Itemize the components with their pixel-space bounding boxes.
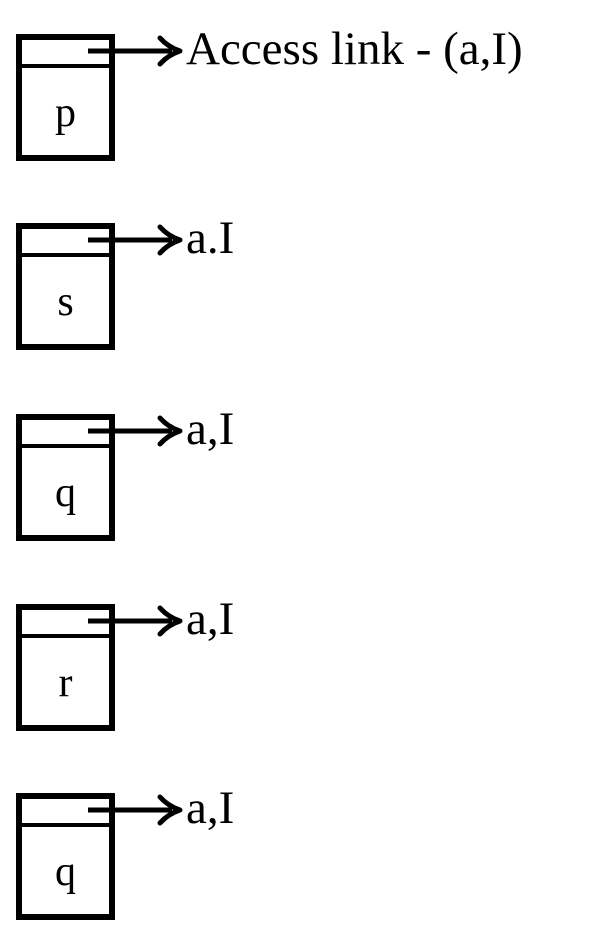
pointer-arrow-icon bbox=[88, 794, 183, 826]
access-link-slot bbox=[22, 40, 109, 68]
frame-name-label: q bbox=[55, 848, 76, 895]
frame-row-s: s a.I bbox=[0, 212, 600, 393]
stack-frame-box: s bbox=[16, 223, 115, 350]
stack-frame-box: r bbox=[16, 604, 115, 731]
frame-name-label: s bbox=[57, 278, 74, 325]
stack-frame-box: q bbox=[16, 793, 115, 920]
access-link-slot bbox=[22, 229, 109, 257]
pointer-arrow-icon bbox=[88, 224, 183, 256]
arrow-target-label: Access link - (a,I) bbox=[186, 23, 523, 75]
frame-row-r: r a,I bbox=[0, 593, 600, 774]
arrow-target-label: a,I bbox=[186, 782, 235, 834]
frame-name-label: p bbox=[55, 89, 76, 136]
frame-row-q2: q a,I bbox=[0, 782, 600, 939]
arrow-target-label: a.I bbox=[186, 212, 235, 264]
access-link-slot bbox=[22, 420, 109, 448]
access-link-slot bbox=[22, 610, 109, 638]
pointer-arrow-icon bbox=[88, 35, 183, 67]
stack-frame-box: q bbox=[16, 414, 115, 541]
frame-row-q1: q a,I bbox=[0, 403, 600, 584]
arrow-target-label: a,I bbox=[186, 403, 235, 455]
frame-name-label: q bbox=[55, 469, 76, 516]
frame-name-label: r bbox=[58, 659, 73, 706]
arrow-target-label: a,I bbox=[186, 593, 235, 645]
pointer-arrow-icon bbox=[88, 605, 183, 637]
pointer-arrow-icon bbox=[88, 415, 183, 447]
stack-frame-box: p bbox=[16, 34, 115, 161]
frame-row-p: p Access link - (a,I) bbox=[0, 23, 600, 204]
access-link-slot bbox=[22, 799, 109, 827]
